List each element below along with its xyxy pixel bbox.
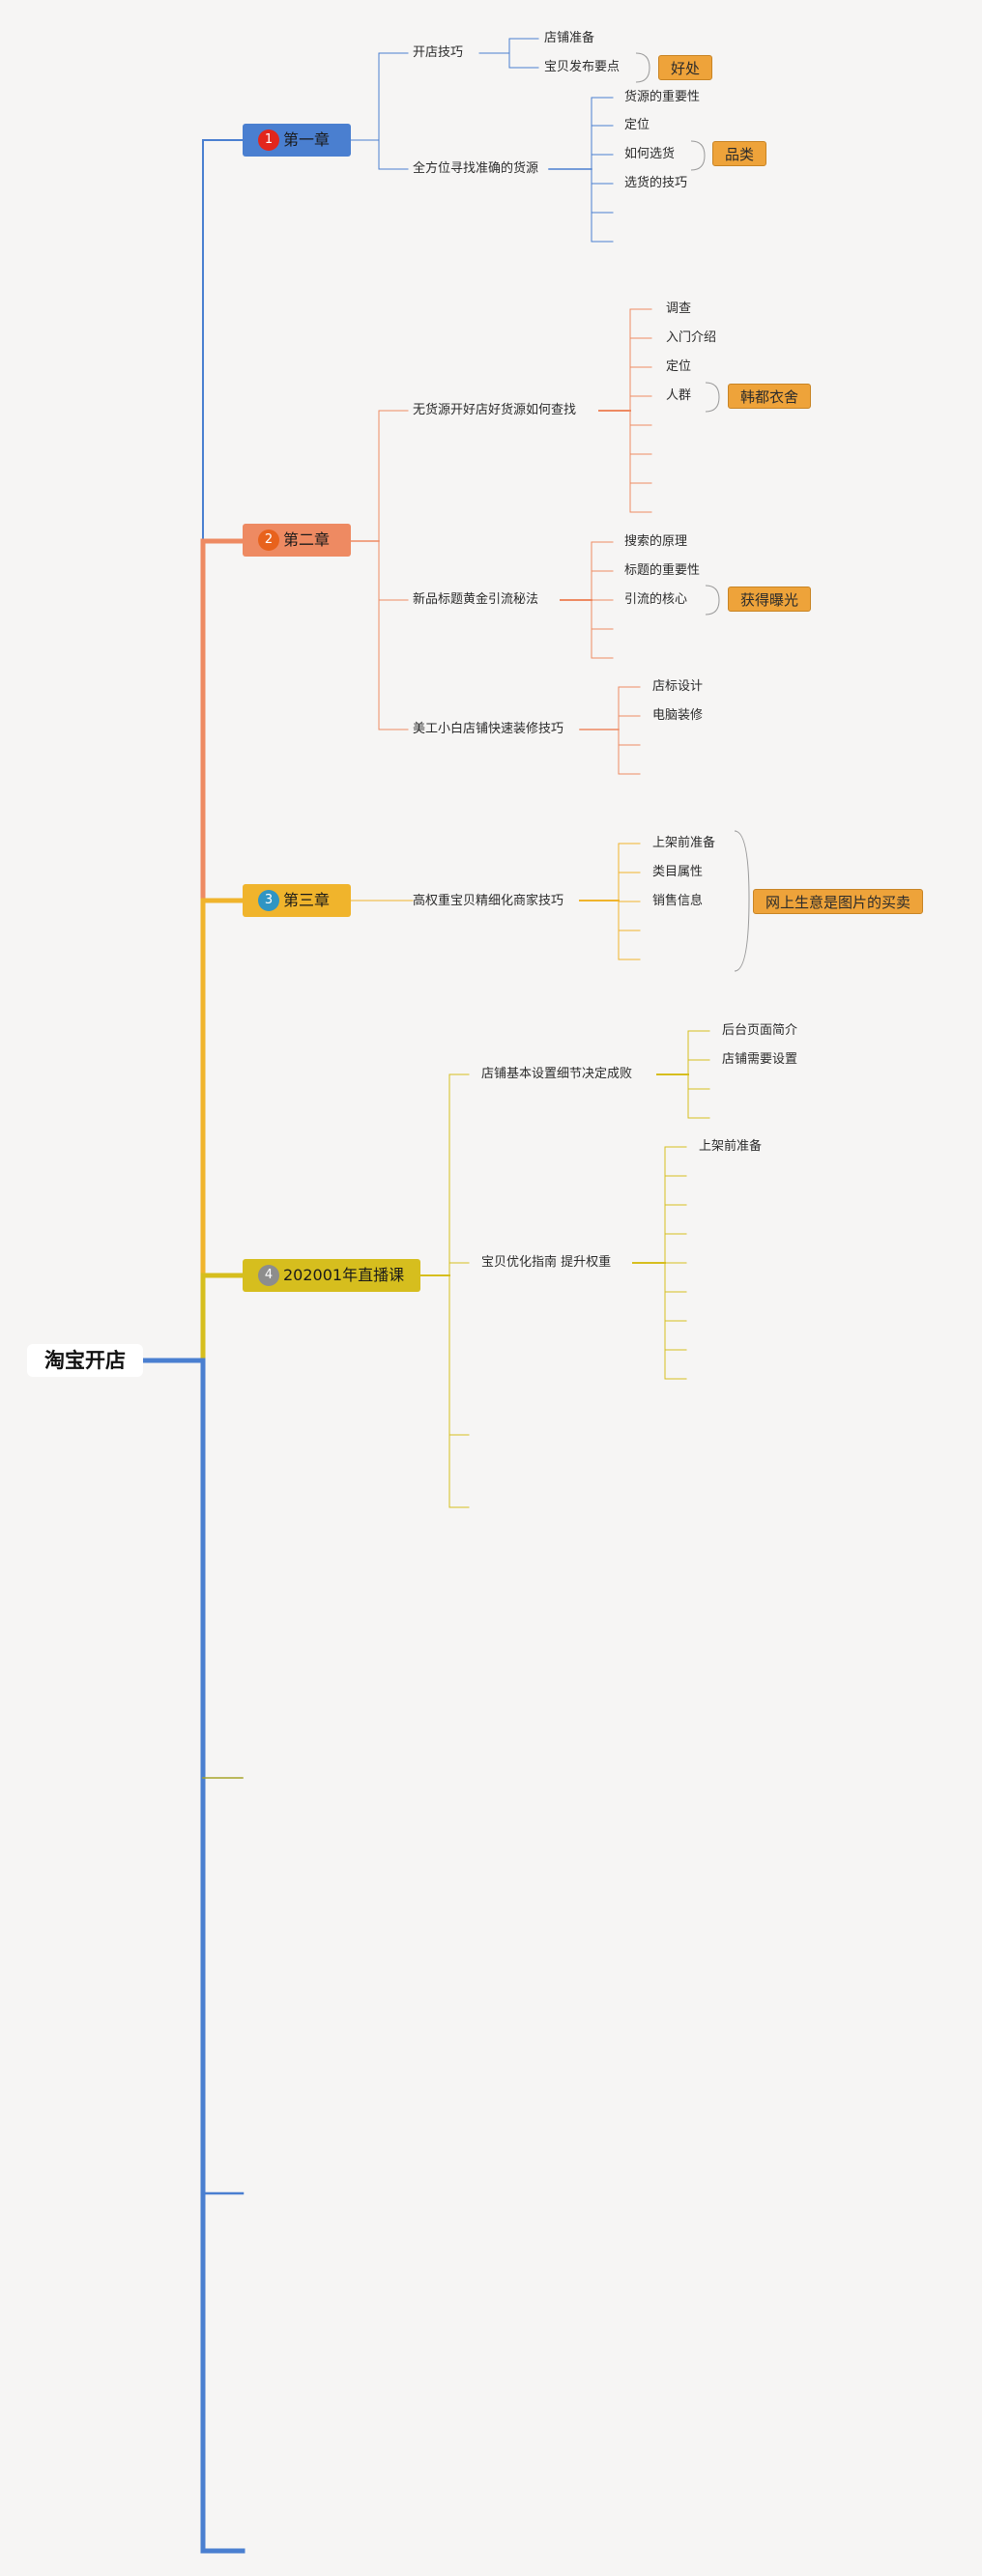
chapter-label: 第一章 (283, 130, 331, 149)
summary-tag[interactable]: 获得曝光 (728, 587, 812, 612)
summary-brace (734, 830, 750, 972)
leaf-node[interactable]: 调查 (666, 301, 692, 316)
topic-node[interactable]: 高权重宝贝精细化商家技巧 (413, 894, 564, 908)
topic-node[interactable]: 店铺基本设置细节决定成败 (481, 1067, 633, 1081)
leaf-node[interactable]: 定位 (624, 118, 650, 132)
topic-node[interactable]: 新品标题黄金引流秘法 (413, 592, 539, 607)
leaf-node[interactable]: 如何选货 (624, 147, 676, 161)
leaf-node[interactable]: 上架前准备 (652, 836, 716, 850)
summary-tag[interactable]: 好处 (658, 55, 713, 80)
topic-node[interactable]: 开店技巧 (413, 45, 464, 60)
leaf-node[interactable]: 宝贝发布要点 (544, 60, 621, 74)
topic-node[interactable]: 无货源开好店好货源如何查找 (413, 403, 577, 417)
topic-node[interactable]: 全方位寻找准确的货源 (413, 161, 539, 176)
leaf-node[interactable]: 货源的重要性 (624, 90, 701, 104)
leaf-node[interactable]: 选货的技巧 (624, 176, 688, 190)
leaf-node[interactable]: 定位 (666, 359, 692, 374)
summary-brace (705, 382, 720, 413)
chapter-number-badge: 3 (258, 889, 279, 911)
leaf-node[interactable]: 标题的重要性 (624, 563, 701, 578)
leaf-node[interactable]: 销售信息 (652, 894, 704, 908)
summary-tag[interactable]: 韩都衣舍 (728, 384, 812, 409)
chapter-number-badge: 2 (258, 529, 279, 551)
leaf-node[interactable]: 上架前准备 (699, 1139, 763, 1154)
leaf-node[interactable]: 店标设计 (652, 679, 704, 694)
summary-brace (635, 52, 650, 83)
chapter-label: 第二章 (283, 530, 331, 549)
root-node[interactable]: 淘宝开店 (27, 1344, 143, 1377)
leaf-node[interactable]: 后台页面简介 (722, 1023, 798, 1038)
leaf-node[interactable]: 电脑装修 (652, 708, 704, 723)
leaf-node[interactable]: 店铺需要设置 (722, 1052, 798, 1067)
leaf-node[interactable]: 人群 (666, 388, 692, 403)
topic-node[interactable]: 美工小白店铺快速装修技巧 (413, 722, 564, 736)
chapter-number-badge: 4 (258, 1264, 279, 1286)
summary-tag[interactable]: 品类 (712, 141, 767, 166)
summary-tag[interactable]: 网上生意是图片的买卖 (753, 889, 924, 914)
chapter-label: 202001年直播课 (283, 1266, 405, 1284)
leaf-node[interactable]: 搜索的原理 (624, 534, 688, 549)
leaf-node[interactable]: 类目属性 (652, 865, 704, 879)
summary-brace (690, 140, 706, 171)
chapter-label: 第三章 (283, 891, 331, 909)
leaf-node[interactable]: 引流的核心 (624, 592, 688, 607)
summary-brace (705, 585, 720, 615)
topic-node[interactable]: 宝贝优化指南 提升权重 (481, 1255, 612, 1270)
leaf-node[interactable]: 店铺准备 (544, 31, 595, 45)
leaf-node[interactable]: 入门介绍 (666, 330, 717, 345)
chapter-number-badge: 1 (258, 129, 279, 151)
